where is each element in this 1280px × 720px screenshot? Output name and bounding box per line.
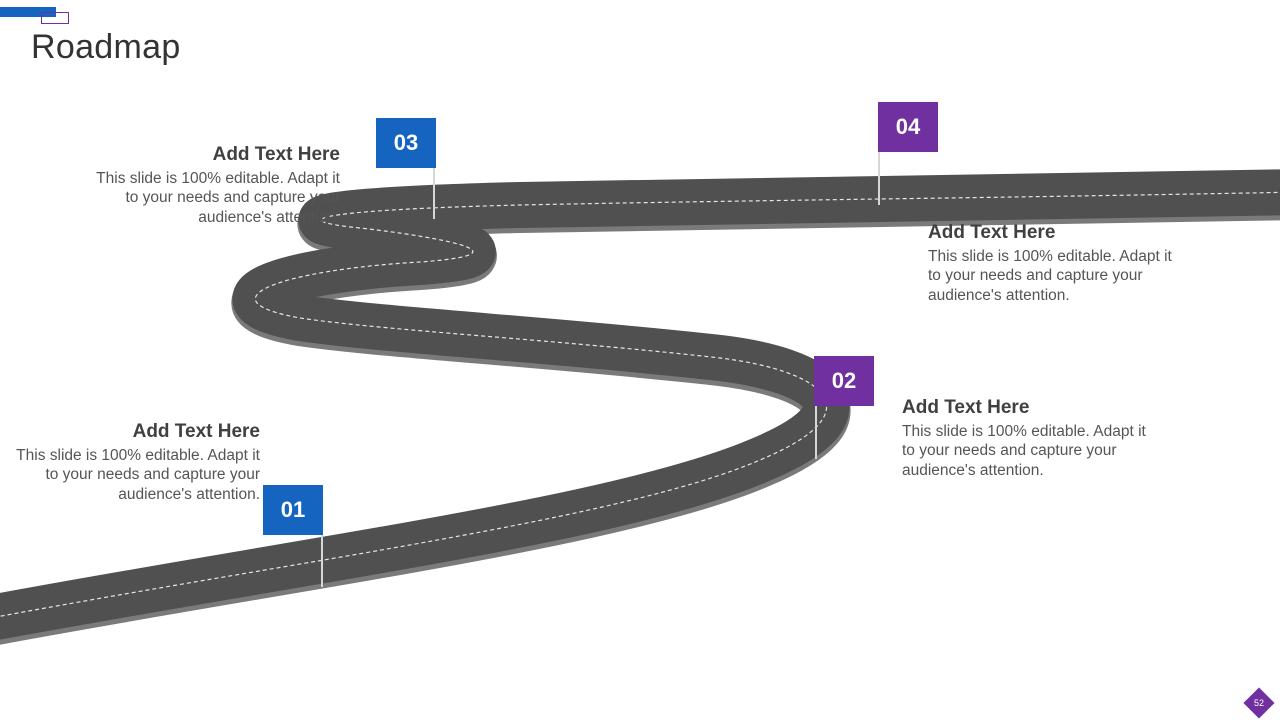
milestone-number-04: 04	[895, 114, 921, 139]
milestone-flag-04: 04	[878, 102, 938, 152]
flag-pole-02	[815, 402, 817, 459]
milestone-flag-02: 02	[814, 356, 874, 406]
header-accent-bar	[0, 7, 56, 17]
page-title: Roadmap	[31, 28, 181, 66]
milestone-text-03: Add Text Here This slide is 100% editabl…	[90, 143, 340, 227]
milestone-body-03: This slide is 100% editable. Adapt it to…	[96, 169, 340, 226]
milestone-text-02: Add Text Here This slide is 100% editabl…	[902, 396, 1152, 480]
milestone-heading-03: Add Text Here	[212, 144, 340, 165]
flag-pole-01	[321, 530, 323, 587]
milestone-number-01: 01	[280, 497, 306, 522]
milestone-body-01: This slide is 100% editable. Adapt it to…	[16, 446, 260, 503]
flag-pole-04	[878, 148, 880, 205]
milestone-heading-04: Add Text Here	[928, 222, 1056, 243]
milestone-body-02: This slide is 100% editable. Adapt it to…	[902, 422, 1146, 479]
milestone-body-04: This slide is 100% editable. Adapt it to…	[928, 247, 1172, 304]
milestone-flag-03: 03	[376, 118, 436, 168]
milestone-number-03: 03	[393, 130, 419, 155]
milestone-number-02: 02	[831, 368, 857, 393]
milestone-text-01: Add Text Here This slide is 100% editabl…	[10, 420, 260, 504]
milestone-text-04: Add Text Here This slide is 100% editabl…	[928, 221, 1178, 305]
milestone-heading-02: Add Text Here	[902, 397, 1030, 418]
milestone-flag-01: 01	[263, 485, 323, 535]
header-accent-box	[41, 12, 69, 24]
flag-pole-03	[433, 164, 435, 219]
page-number: 52	[1253, 698, 1264, 708]
milestone-heading-01: Add Text Here	[132, 421, 260, 442]
road-center-line	[0, 191, 1280, 617]
